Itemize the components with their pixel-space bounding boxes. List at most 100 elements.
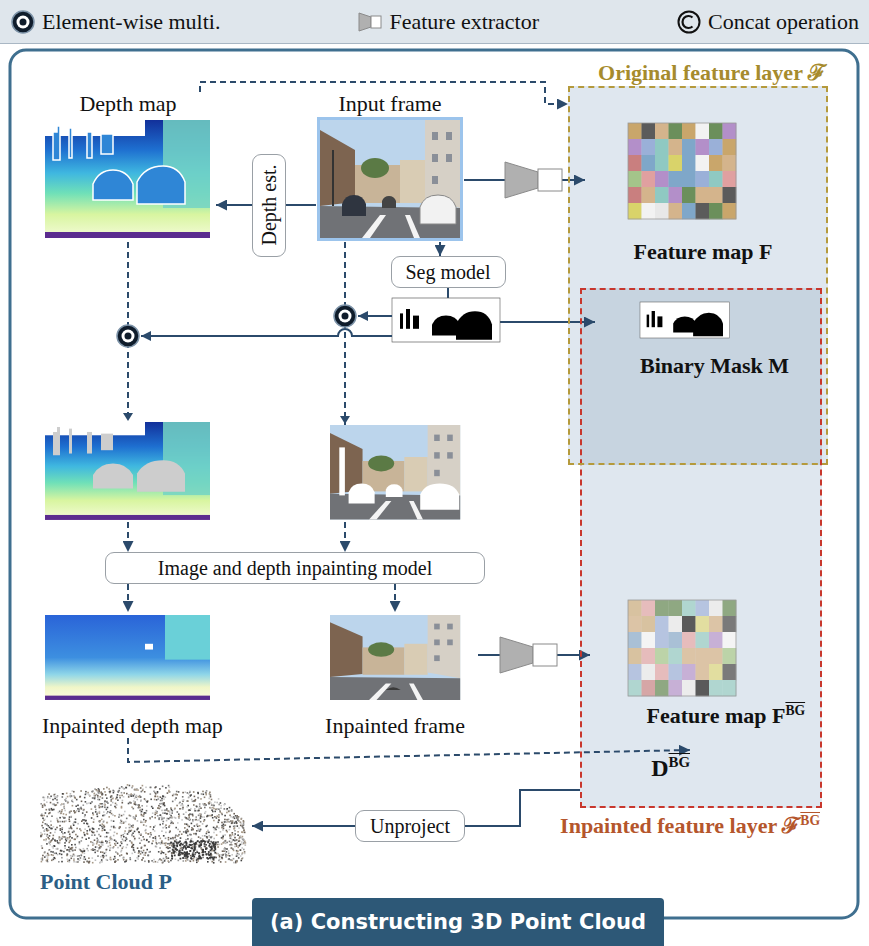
cloud-point	[215, 829, 217, 831]
cloud-point	[84, 850, 86, 852]
cloud-point	[87, 792, 89, 794]
cloud-point	[192, 841, 194, 843]
cloud-point	[229, 834, 231, 836]
cloud-point	[104, 853, 106, 855]
cloud-point	[86, 823, 88, 825]
cloud-point	[60, 850, 62, 852]
cloud-point	[63, 851, 65, 853]
cloud-point	[128, 794, 130, 796]
cloud-point	[243, 839, 245, 841]
cloud-point	[198, 852, 200, 854]
cloud-point	[100, 836, 102, 838]
cloud-point	[126, 793, 128, 795]
cloud-point	[221, 857, 223, 859]
cloud-point	[97, 816, 99, 818]
cloud-point	[131, 787, 133, 789]
feature-cell	[682, 171, 696, 187]
cloud-point	[110, 859, 112, 861]
cloud-point	[223, 848, 225, 850]
cloud-point	[49, 812, 51, 814]
cloud-point	[73, 830, 75, 832]
cloud-point	[230, 837, 232, 839]
cloud-point	[120, 845, 122, 847]
cloud-point	[166, 858, 168, 860]
cloud-point	[160, 859, 162, 861]
cloud-point	[72, 849, 74, 851]
cloud-point	[71, 816, 73, 818]
cloud-point	[131, 806, 133, 808]
cloud-point	[182, 844, 184, 846]
cloud-point	[70, 816, 72, 818]
cloud-point	[104, 807, 106, 809]
cloud-point	[196, 850, 198, 852]
cloud-point	[220, 805, 222, 807]
cloud-point	[209, 801, 211, 803]
cloud-point	[193, 860, 195, 862]
cloud-point	[222, 826, 224, 828]
cloud-point	[76, 799, 78, 801]
cloud-point	[172, 795, 174, 797]
cloud-point	[61, 854, 63, 856]
cloud-point	[164, 805, 166, 807]
cloud-point	[133, 808, 135, 810]
cloud-point	[216, 834, 218, 836]
cloud-point	[71, 844, 73, 846]
cloud-point	[189, 834, 191, 836]
cloud-point	[98, 828, 100, 830]
feature-cell	[655, 680, 669, 696]
feature-cell	[709, 648, 723, 664]
cloud-point	[184, 823, 186, 825]
cloud-point	[234, 838, 236, 840]
feature-cell	[709, 139, 723, 155]
cloud-point	[115, 844, 117, 846]
cloud-point	[133, 800, 135, 802]
cloud-point	[126, 847, 128, 849]
cloud-point	[129, 840, 131, 842]
cloud-point	[189, 791, 191, 793]
cloud-point	[179, 844, 181, 846]
cloud-point	[171, 842, 173, 844]
cloud-point	[183, 799, 185, 801]
cloud-point	[145, 800, 147, 802]
cloud-point	[161, 840, 163, 842]
cloud-point	[186, 832, 188, 834]
cloud-point	[202, 849, 204, 851]
cloud-point	[239, 836, 241, 838]
cloud-point	[208, 841, 210, 843]
cloud-point	[60, 828, 62, 830]
cloud-point	[109, 842, 111, 844]
cloud-point	[161, 798, 163, 800]
cloud-point	[170, 838, 172, 840]
cloud-point	[187, 792, 189, 794]
cloud-point	[210, 853, 212, 855]
cloud-point	[95, 805, 97, 807]
cloud-point	[123, 792, 125, 794]
cloud-point	[46, 824, 48, 826]
cloud-point	[79, 848, 81, 850]
cloud-point	[238, 827, 240, 829]
cloud-point	[214, 844, 216, 846]
cloud-point	[97, 799, 99, 801]
cloud-point	[242, 832, 244, 834]
cloud-point	[241, 818, 243, 820]
cloud-point	[165, 854, 167, 856]
cloud-point	[122, 800, 124, 802]
cloud-point	[199, 825, 201, 827]
cloud-point	[169, 817, 171, 819]
cloud-point	[188, 818, 190, 820]
cloud-point	[113, 835, 115, 837]
cloud-point	[197, 792, 199, 794]
cloud-point	[150, 787, 152, 789]
cloud-point	[42, 847, 44, 849]
cloud-point	[69, 828, 71, 830]
cloud-point	[112, 797, 114, 799]
cloud-point	[64, 845, 66, 847]
cloud-point	[93, 814, 95, 816]
cloud-point	[102, 826, 104, 828]
cloud-point	[205, 811, 207, 813]
cloud-point	[92, 790, 94, 792]
cloud-point	[150, 834, 152, 836]
cloud-point	[140, 812, 142, 814]
cloud-point	[70, 840, 72, 842]
cloud-point	[192, 844, 194, 846]
